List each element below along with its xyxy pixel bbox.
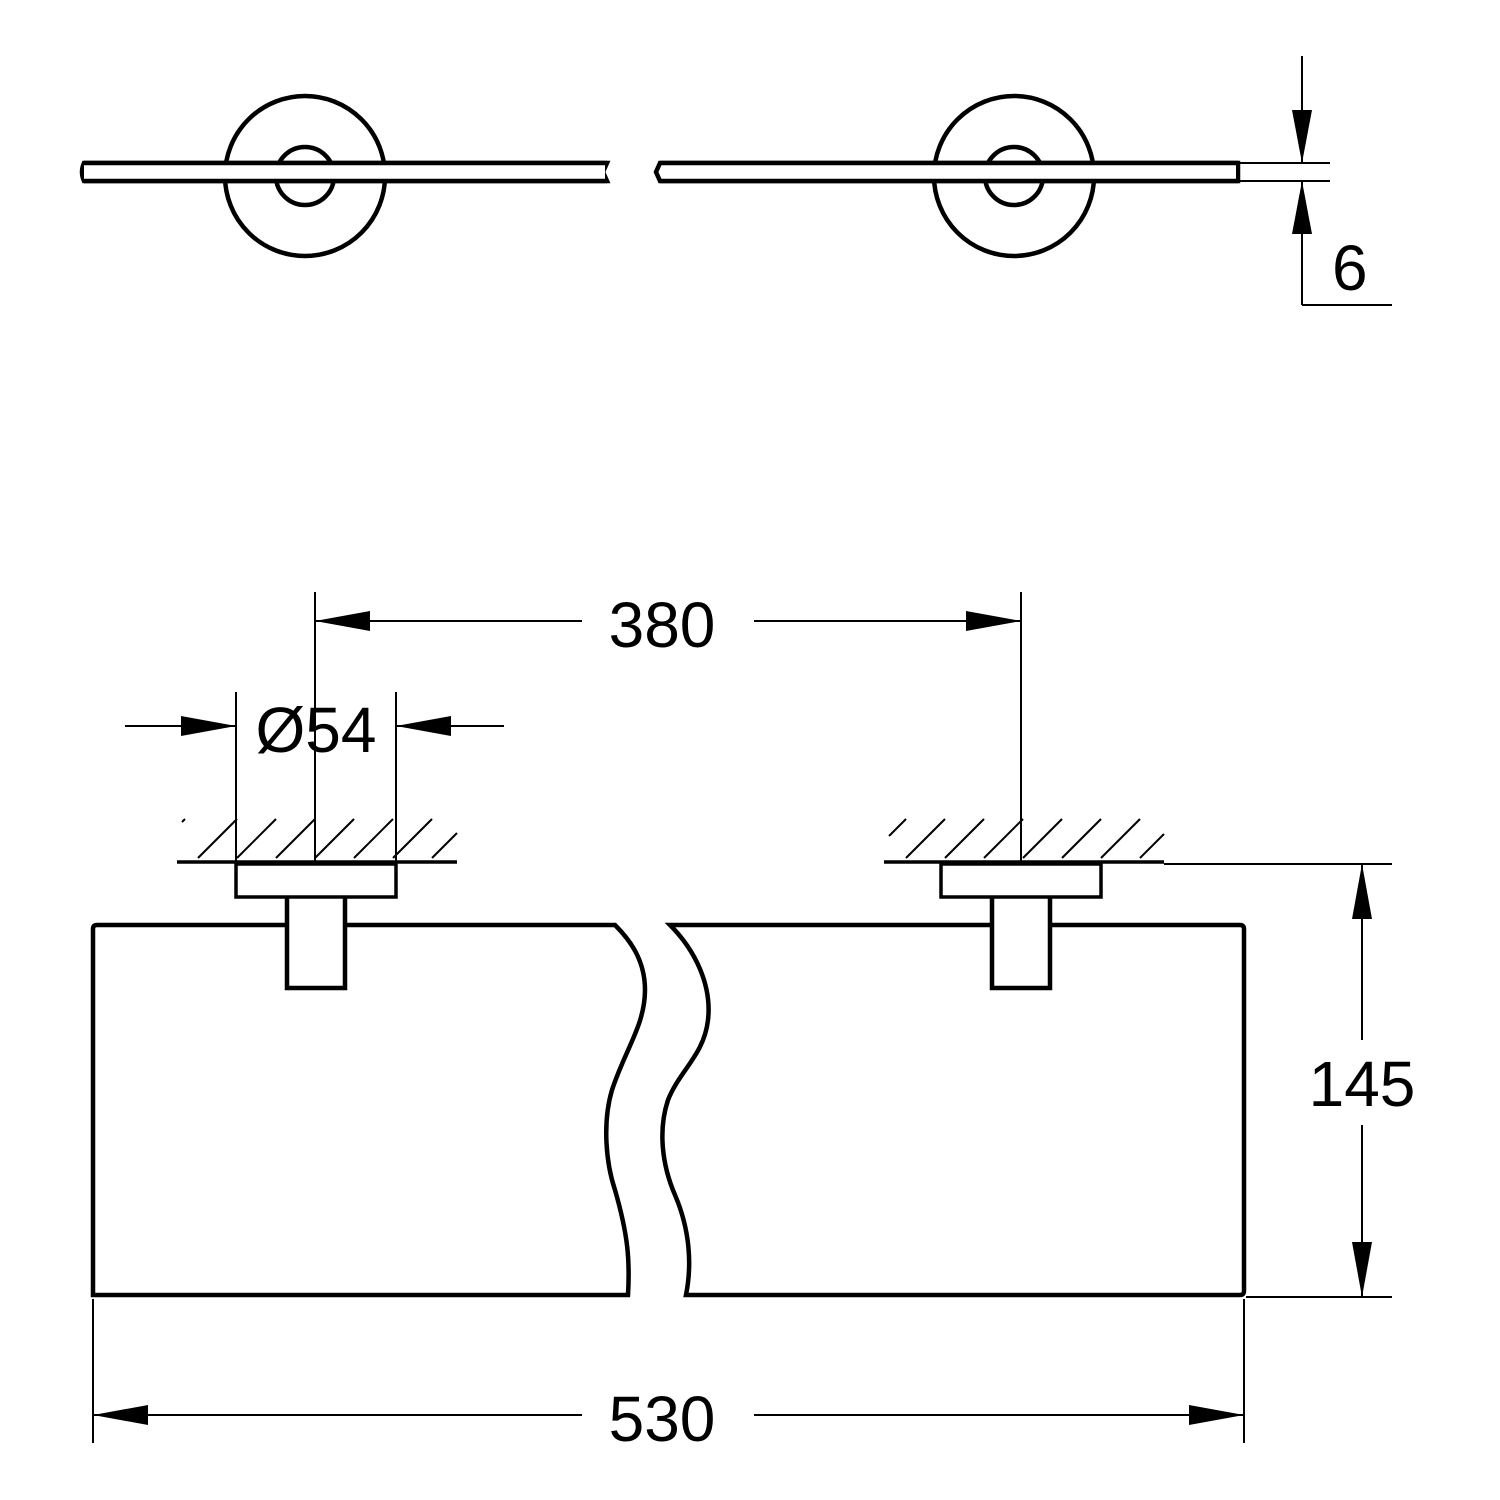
front-view: 380 Ø54 [90, 589, 1416, 1455]
spacing-dimension: 380 [314, 589, 1022, 862]
depth-dimension: 145 [1164, 863, 1416, 1298]
width-label: 530 [609, 1383, 716, 1455]
thickness-dimension: 6 [1240, 56, 1392, 306]
front-glass-right [660, 922, 1247, 1298]
depth-label: 145 [1309, 1048, 1416, 1120]
diameter-dimension: Ø54 [125, 692, 504, 862]
diameter-label: Ø54 [256, 694, 377, 766]
wall-hatch-right [884, 818, 1165, 864]
top-view: 6 [79, 56, 1392, 306]
spacing-label: 380 [609, 589, 716, 661]
bracket-right [939, 862, 1103, 991]
width-dimension: 530 [92, 1299, 1245, 1455]
bracket-left [234, 862, 398, 991]
thickness-label: 6 [1332, 232, 1368, 304]
front-glass-left [90, 922, 648, 1298]
wall-hatch-left [177, 818, 458, 864]
